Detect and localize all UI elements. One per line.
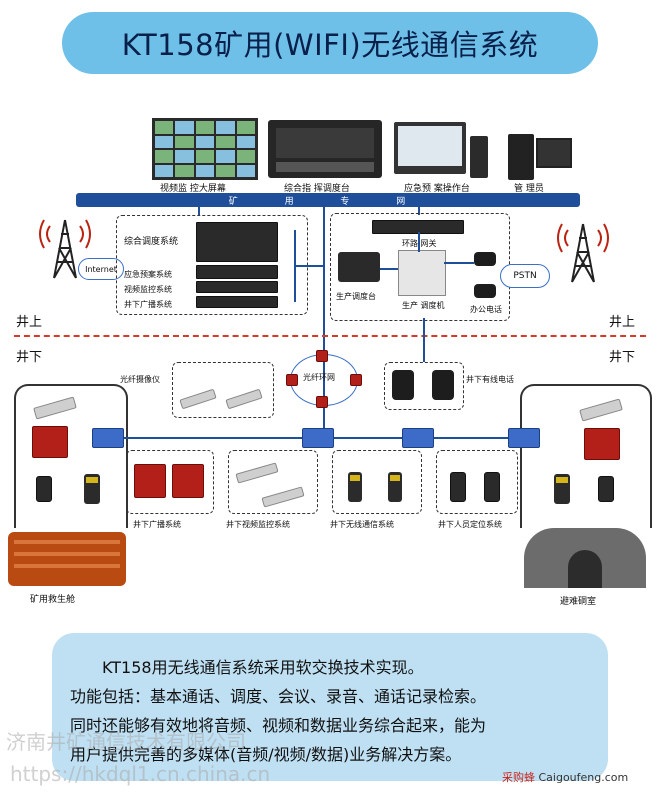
positioning-reader-2-icon bbox=[484, 472, 500, 502]
refuge-chamber-image bbox=[524, 528, 646, 588]
description-line-4: 用户提供完善的多媒体(音频/视频/数据)业务解决方案。 bbox=[70, 745, 462, 764]
switch-node-icon bbox=[92, 428, 124, 448]
switch-node-icon bbox=[508, 428, 540, 448]
video-monitor-label: 井下视频监控系统 bbox=[226, 520, 290, 529]
office-phone-1-icon bbox=[474, 252, 496, 266]
connector bbox=[323, 207, 325, 437]
wireless-handset-1-icon bbox=[348, 472, 362, 502]
emergency-plan-server bbox=[196, 265, 278, 279]
underground-left: 井下 bbox=[16, 350, 43, 365]
right-handset-icon bbox=[554, 474, 570, 504]
emergency-pc bbox=[470, 136, 488, 178]
cabinet-link bbox=[294, 265, 324, 267]
description-line-2: 功能包括：基本通话、调度、会议、录音、通话记录检索。 bbox=[70, 687, 487, 706]
title-banner: KT158矿用(WIFI)无线通信系统 bbox=[62, 12, 598, 74]
production-dispatcher-device bbox=[398, 250, 446, 296]
description-panel bbox=[52, 633, 608, 781]
brand-watermark: 采购蜂 Caigoufeng.com bbox=[502, 769, 628, 785]
office-phone-label: 办公电话 bbox=[470, 305, 502, 314]
above-ground-left: 井上 bbox=[16, 315, 43, 330]
positioning-group bbox=[436, 450, 518, 514]
phone-link bbox=[444, 262, 474, 264]
positioning-reader-1-icon bbox=[450, 472, 466, 502]
left-cabinet-item-0: 综合调度系统 bbox=[124, 237, 179, 247]
broadcast-server bbox=[196, 296, 278, 308]
broadcast-group bbox=[126, 450, 214, 514]
left-speaker-icon bbox=[36, 476, 52, 502]
right-tunnel-frame bbox=[520, 384, 652, 528]
description-line-1: KT158用无线通信系统采用软交换技术实现。 bbox=[102, 658, 424, 677]
pstn-label: PSTN bbox=[513, 271, 537, 281]
production-dispatcher-label: 生产 调度机 bbox=[402, 301, 445, 310]
wired-phone-label: 井下有线电话 bbox=[466, 375, 514, 384]
video-monitor-group bbox=[228, 450, 318, 514]
ring-node-icon bbox=[286, 374, 298, 386]
above-ground-right: 井上 bbox=[609, 315, 636, 330]
production-console-label: 生产调度台 bbox=[336, 292, 376, 301]
radio-tower-right-icon bbox=[556, 216, 610, 284]
dispatch-console bbox=[268, 120, 382, 178]
wired-phone-1-icon bbox=[392, 370, 414, 400]
radio-tower-left-icon bbox=[38, 212, 92, 280]
left-tunnel-frame bbox=[14, 384, 128, 528]
video-monitor-server bbox=[196, 281, 278, 293]
switch-node-icon bbox=[302, 428, 334, 448]
admin-monitor bbox=[536, 138, 572, 168]
emergency-console-label: 应急预 案操作台 bbox=[404, 184, 470, 194]
phone-drop bbox=[423, 318, 425, 362]
wired-phone-group bbox=[384, 362, 464, 410]
brand-watermark-cn: 采购蜂 bbox=[502, 771, 535, 784]
rescue-capsule-label: 矿用救生舱 bbox=[30, 595, 76, 605]
positioning-label: 井下人员定位系统 bbox=[438, 520, 502, 529]
admin-label: 管 理员 bbox=[514, 184, 544, 194]
internet-label: Internet bbox=[85, 264, 117, 274]
switch-node-icon bbox=[402, 428, 434, 448]
right-broadcast-box-icon bbox=[584, 428, 620, 460]
description-line-3: 同时还能够有效地将音频、视频和数据业务综合起来，能为 bbox=[70, 716, 487, 735]
production-console-device bbox=[338, 252, 380, 282]
refuge-chamber-label: 避难硐室 bbox=[560, 597, 597, 607]
wireless-group bbox=[332, 450, 422, 514]
dispatch-console-label: 综合指 挥调度台 bbox=[284, 184, 350, 194]
rescue-capsule-image bbox=[8, 532, 126, 586]
pstn-cloud: PSTN bbox=[500, 264, 550, 288]
broadcast-label: 井下广播系统 bbox=[133, 520, 181, 529]
video-wall-label: 视频监 控大屏幕 bbox=[160, 184, 226, 194]
connector bbox=[418, 207, 420, 215]
underground-right: 井下 bbox=[609, 350, 636, 365]
left-broadcast-box-icon bbox=[32, 426, 68, 458]
brand-watermark-site: Caigoufeng.com bbox=[535, 771, 629, 784]
integrated-dispatch-server bbox=[196, 222, 278, 262]
camera-group bbox=[172, 362, 274, 418]
console-link bbox=[380, 268, 398, 270]
ring-node-icon bbox=[350, 374, 362, 386]
camera-label: 光纤摄像仪 bbox=[120, 375, 160, 384]
admin-pc bbox=[508, 134, 534, 180]
office-phone-2-icon bbox=[474, 284, 496, 298]
ring-node-icon bbox=[316, 396, 328, 408]
page-title: KT158矿用(WIFI)无线通信系统 bbox=[121, 28, 539, 62]
internet-cloud: Internet bbox=[78, 258, 124, 280]
connector bbox=[198, 207, 200, 215]
surface-divider bbox=[14, 335, 646, 337]
fiber-ring-label: 光纤环网 bbox=[303, 373, 335, 382]
gateway-link bbox=[418, 232, 420, 252]
left-handset-icon bbox=[84, 474, 100, 504]
broadcast-box-2-icon bbox=[172, 464, 204, 498]
backbone-label: 矿 用 专 网 bbox=[228, 196, 428, 207]
left-cabinet-item-2: 视频监控系统 bbox=[124, 285, 172, 294]
wired-phone-2-icon bbox=[432, 370, 454, 400]
url-watermark: https://hkdql1.cn.china.cn bbox=[10, 762, 271, 786]
company-watermark: 济南井矿通信技术有限公司 bbox=[6, 730, 246, 754]
emergency-monitor bbox=[394, 122, 466, 174]
wireless-label: 井下无线通信系统 bbox=[330, 520, 394, 529]
broadcast-box-1-icon bbox=[134, 464, 166, 498]
ring-node-icon bbox=[316, 350, 328, 362]
video-wall bbox=[152, 118, 258, 180]
left-cabinet-item-1: 应急预案系统 bbox=[124, 270, 172, 279]
right-speaker-icon bbox=[598, 476, 614, 502]
left-cabinet-item-3: 井下广播系统 bbox=[124, 300, 172, 309]
wireless-handset-2-icon bbox=[388, 472, 402, 502]
mine-network-backbone: 矿 用 专 网 bbox=[76, 193, 580, 207]
